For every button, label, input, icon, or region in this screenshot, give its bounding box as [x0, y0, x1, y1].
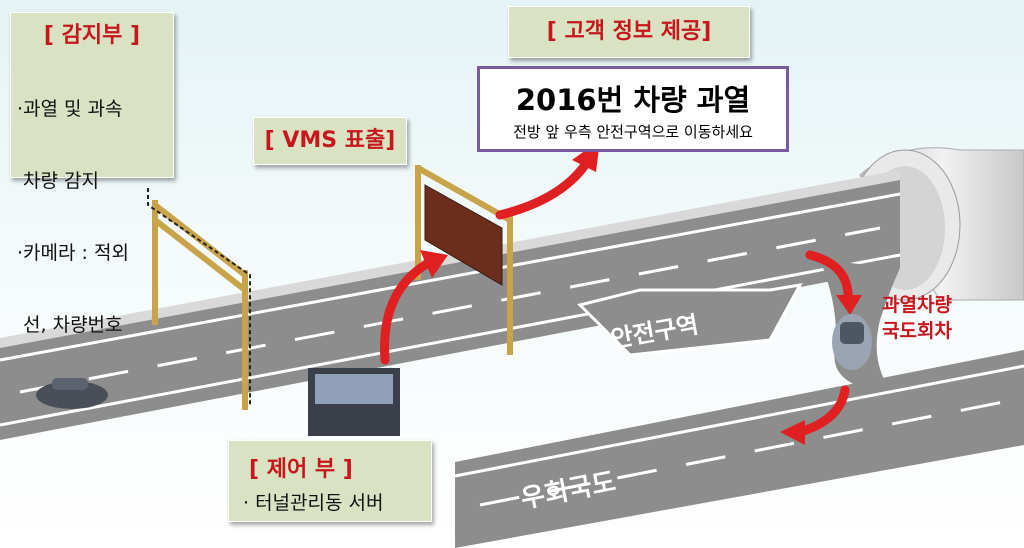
- sensor-line: 선, 차량번호: [17, 314, 123, 336]
- message-headline: 2016번 차량 과열: [515, 83, 751, 117]
- overheated-car-icon: [832, 314, 872, 370]
- control-line: · 터널관리동 서버: [243, 492, 384, 514]
- vms-sign: [424, 184, 503, 286]
- safe-zone: [577, 283, 803, 357]
- control-box: [ 제어 부 ] · 터널관리동 서버: [228, 440, 432, 522]
- overheat-line: 국도회차: [882, 320, 952, 342]
- vms-message-box: 2016번 차량 과열 전방 앞 우측 안전구역으로 이동하세요: [477, 66, 789, 152]
- sensor-pointer: [147, 188, 251, 405]
- sensor-line: ·과열 및 과속: [17, 98, 123, 120]
- customer-info-title: [ 고객 정보 제공]: [546, 19, 712, 44]
- overheat-label: 과열차량 국도회차: [882, 292, 952, 344]
- flow-arrows: [380, 160, 853, 437]
- message-sub: 전방 앞 우측 안전구역으로 이동하세요: [513, 123, 753, 141]
- customer-info-box: [ 고객 정보 제공]: [508, 6, 750, 58]
- overheat-line: 과열차량: [882, 294, 952, 316]
- vms-box: [ VMS 표출]: [253, 117, 407, 165]
- control-title: [ 제어 부 ]: [249, 457, 353, 482]
- main-road: [0, 170, 901, 440]
- sensor-box: [ 감지부 ] ·과열 및 과속 차량 감지 ·카메라 : 적외 선, 차량번호: [10, 12, 174, 336]
- vms-gantry: [415, 165, 513, 355]
- sensor-line: 차량 감지: [17, 170, 99, 192]
- vms-title: [ VMS 표출]: [264, 128, 396, 153]
- sensor-line: ·카메라 : 적외: [17, 242, 129, 264]
- sensor-title: [ 감지부 ]: [43, 23, 141, 48]
- detour-road: [454, 350, 1024, 548]
- car-icon: [36, 378, 108, 409]
